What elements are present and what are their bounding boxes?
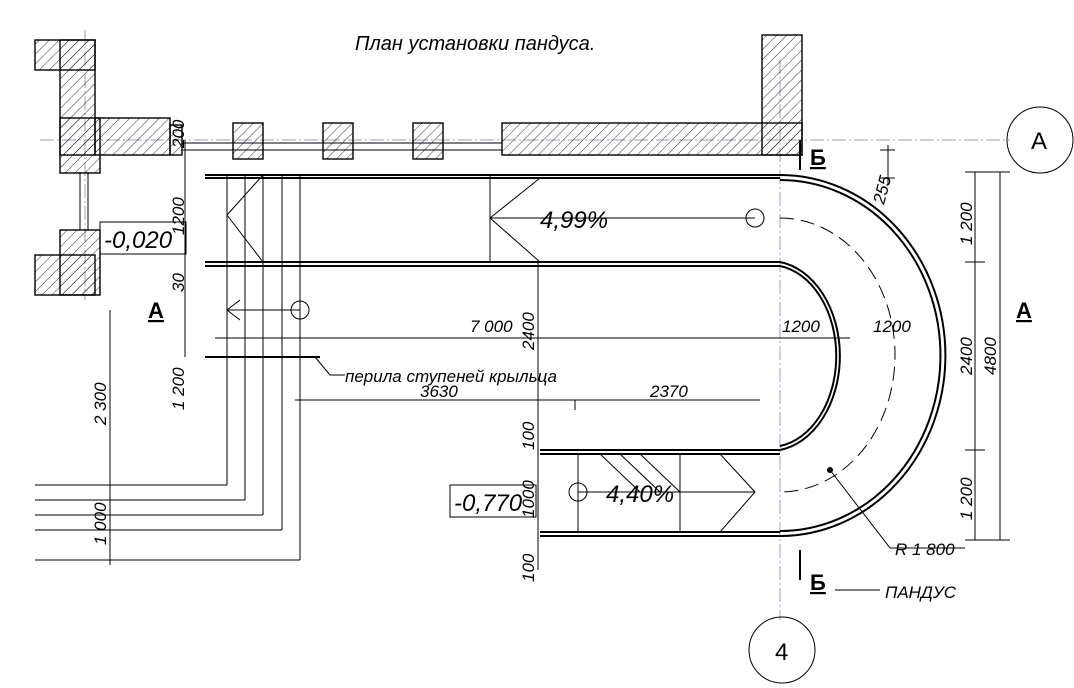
upper-ramp: [205, 174, 780, 358]
building-walls: [34, 34, 803, 296]
section-mark-a-left: А: [148, 298, 164, 323]
dim-100-a: 100: [519, 421, 538, 450]
dim-1200-b: 1 200: [169, 367, 188, 410]
axis-bubble-4: [748, 616, 816, 684]
curved-ramp: [779, 174, 965, 549]
dim-1200-a: 1200: [169, 197, 188, 235]
plan-title: План установки пандуса.: [355, 33, 595, 55]
dim-1200-right-bottom: 1 200: [957, 477, 976, 520]
dim-2370: 2370: [649, 382, 688, 401]
level-box-lower: [449, 484, 537, 518]
dim-7000: 7 000: [470, 317, 513, 336]
dim-255: 255: [869, 173, 895, 207]
dim-1000-ramp: 1000: [519, 480, 538, 518]
dimension-lines: [109, 140, 1010, 570]
axis-label-a: А: [1031, 128, 1047, 155]
dim-1200-right-top: 1 200: [957, 202, 976, 245]
porch-steps: [35, 174, 310, 561]
level-upper: -0,020: [104, 227, 173, 254]
slope-lower: 4,40%: [606, 481, 674, 508]
slope-upper: 4,99%: [540, 207, 608, 234]
dim-3630: 3630: [420, 382, 458, 401]
railing-label: перила ступеней крыльца: [345, 367, 557, 386]
section-mark-b-bottom: Б: [810, 570, 826, 595]
section-leaders: [799, 140, 880, 591]
window-lines: [79, 142, 502, 230]
level-box-upper: [99, 221, 187, 255]
axis-bubble-a: [1006, 106, 1074, 174]
section-mark-b-top: Б: [810, 145, 826, 170]
dim-100-b: 100: [519, 553, 538, 582]
dim-2400-v: 2400: [519, 312, 538, 351]
dim-200: 200: [169, 119, 188, 149]
axis-label-4: 4: [775, 639, 788, 666]
dim-1200-h2: 1200: [873, 317, 911, 336]
dim-30: 30: [169, 273, 188, 292]
level-lower: -0,770: [454, 490, 523, 517]
dim-1000-left: 1 000: [91, 502, 110, 545]
dim-4800-right: 4800: [981, 337, 1000, 375]
dim-1200-h1: 1200: [782, 317, 820, 336]
lower-ramp: [540, 449, 780, 537]
section-mark-a-right: А: [1016, 298, 1032, 323]
dim-2400-right: 2400: [957, 337, 976, 376]
radius-label: R 1 800: [895, 540, 955, 559]
ramp-label: ПАНДУС: [885, 583, 957, 602]
dim-2300-left: 2 300: [91, 382, 110, 426]
